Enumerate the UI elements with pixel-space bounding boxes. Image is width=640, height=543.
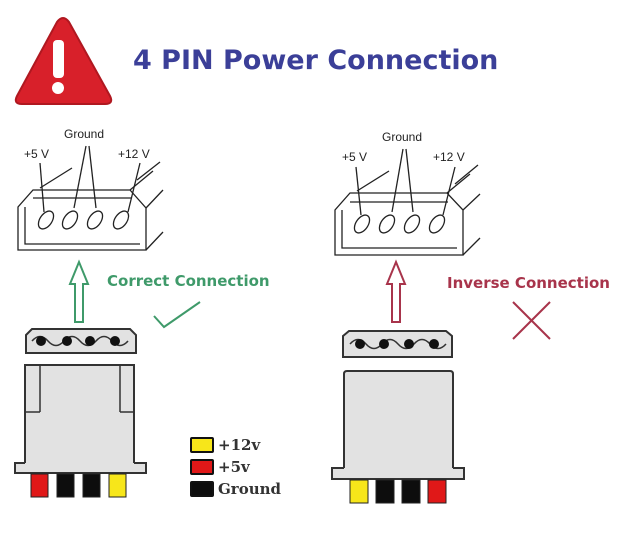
wire-yellow (108, 473, 127, 498)
legend-swatch-12v (190, 437, 214, 453)
right-male-connector-face (342, 330, 453, 358)
legend-swatch-ground (190, 481, 214, 497)
left-label-ground: Ground (64, 127, 105, 141)
page-title: 4 PIN Power Connection (133, 45, 499, 76)
legend-item: Ground (190, 478, 281, 500)
left-male-connector-face (25, 328, 137, 354)
inverse-connection-label: Inverse Connection (447, 274, 610, 292)
left-label-5v: +5 V (24, 147, 50, 161)
right-label-ground: Ground (382, 130, 423, 144)
wire-black (375, 479, 395, 504)
wire-black (82, 473, 101, 498)
right-label-5v: +5 V (342, 150, 368, 164)
left-male-connector-body (14, 364, 147, 474)
right-female-connector (334, 148, 481, 256)
legend-item: +12v (190, 434, 281, 456)
legend-label: +12v (218, 436, 261, 454)
legend-label: Ground (218, 480, 282, 498)
legend-swatch-5v (190, 459, 214, 475)
wire-black (401, 479, 421, 504)
wire-yellow (349, 479, 369, 504)
left-label-12v: +12 V (118, 147, 150, 161)
wire-color-legend: +12v +5v Ground (190, 434, 281, 500)
wire-red (30, 473, 49, 498)
correct-connection-label: Correct Connection (107, 272, 270, 290)
wire-red (427, 479, 447, 504)
inverse-arrow-icon (385, 259, 407, 323)
checkmark-icon (153, 301, 201, 329)
right-wires (349, 479, 447, 504)
left-female-connector (17, 145, 164, 251)
legend-item: +5v (190, 456, 281, 478)
left-wires (30, 473, 127, 498)
cross-icon (512, 301, 551, 340)
correct-arrow-icon (68, 259, 90, 323)
wire-black (56, 473, 75, 498)
warning-triangle-icon (14, 17, 113, 105)
right-label-12v: +12 V (433, 150, 465, 164)
right-male-connector-body (331, 370, 465, 480)
legend-label: +5v (218, 458, 250, 476)
